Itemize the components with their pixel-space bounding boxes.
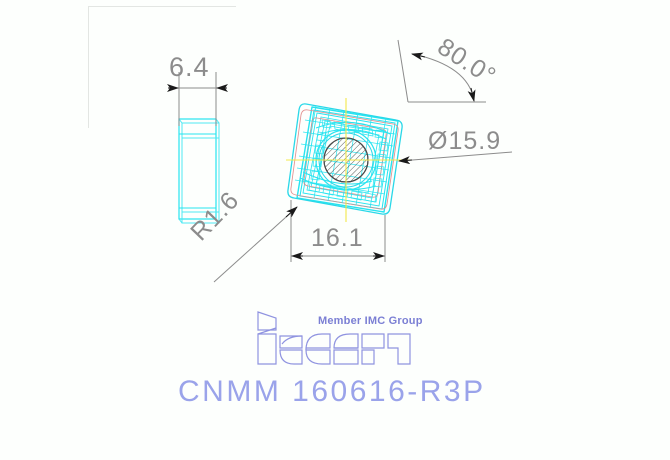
dimension-thickness-label: 6.4 xyxy=(169,52,210,82)
imc-group-tagline: Member IMC Group xyxy=(318,315,423,327)
centerlines xyxy=(286,98,412,222)
top-view-geometry xyxy=(286,98,412,222)
dimension-width-label: 16.1 xyxy=(311,224,364,252)
dim-angle xyxy=(397,39,486,103)
part-number-label: CNMM 160616-R3P xyxy=(178,375,486,408)
iscar-logo xyxy=(257,311,411,365)
page-border-top xyxy=(88,6,236,7)
dimension-bore-diameter-label: Ø15.9 xyxy=(428,127,502,155)
page-border-left xyxy=(88,6,89,128)
dim-diameter-leader xyxy=(398,151,513,165)
dim-radius-leader xyxy=(213,206,298,283)
side-view-geometry xyxy=(178,118,220,224)
dim-thickness-extensions xyxy=(170,72,225,126)
